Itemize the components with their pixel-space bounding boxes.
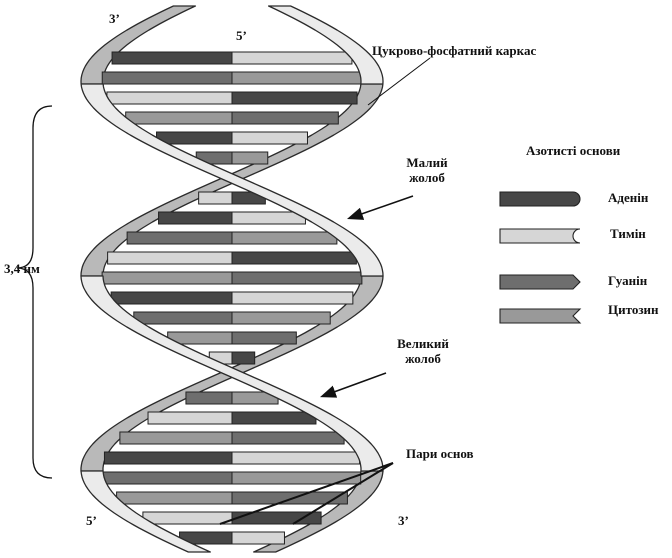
base-rung-left (112, 52, 232, 64)
base-rung-right (232, 152, 268, 164)
base-rung-left (104, 452, 232, 464)
base-rung-left (148, 412, 232, 424)
base-rung-right (232, 432, 344, 444)
minor-groove-arrow (350, 196, 413, 218)
base-rung-left (157, 132, 232, 144)
legend-swatch-notch-round (500, 229, 580, 243)
base-rung-left (199, 192, 232, 204)
base-rung-right (232, 312, 330, 324)
base-rung-left (107, 92, 232, 104)
base-rung-right (232, 52, 352, 64)
base-rung-right (232, 532, 284, 544)
base-rung-right (232, 272, 362, 284)
base-rung-right (232, 452, 360, 464)
legend-swatch-round-end (500, 192, 580, 206)
legend-swatch-arrow-end (500, 275, 580, 289)
strand-end-top-right: 5’ (236, 28, 247, 43)
base-rung-right (232, 292, 353, 304)
base-rung-left (117, 492, 232, 504)
base-rung-left (102, 72, 232, 84)
backbone-label: Цукрово-фосфатний каркас (372, 43, 536, 58)
major-groove-label-line2: жолоб (380, 351, 466, 366)
legend-item-adenine-label: Аденін (608, 190, 648, 205)
base-rung-right (232, 212, 305, 224)
pitch-label: 3,4 нм (4, 261, 40, 276)
base-rung-right (232, 412, 316, 424)
base-rung-right (232, 72, 362, 84)
base-pair-rungs (102, 52, 362, 544)
major-groove-arrow (323, 373, 386, 396)
base-rung-right (232, 112, 338, 124)
base-rung-right (232, 512, 321, 524)
base-rung-left (103, 472, 232, 484)
strand-end-bottom-left: 5’ (86, 513, 97, 528)
strand-end-top-left: 3’ (109, 11, 120, 26)
base-rung-left (127, 232, 232, 244)
legend-swatches (500, 192, 580, 323)
major-groove-label: Великий жолоб (380, 336, 466, 366)
minor-groove-label: Малий жолоб (392, 155, 462, 185)
minor-groove-label-line1: Малий (392, 155, 462, 170)
base-rung-left (102, 272, 232, 284)
legend-item-thymine-label: Тимін (610, 226, 646, 241)
legend-item-cytosine-label: Цитозин (608, 302, 659, 317)
base-rung-left (120, 432, 232, 444)
base-rung-right (232, 92, 357, 104)
base-pairs-label: Пари основ (406, 446, 474, 461)
base-rung-left (134, 312, 232, 324)
base-rung-left (159, 212, 232, 224)
base-rung-left (108, 252, 232, 264)
legend-title: Азотисті основи (526, 143, 620, 158)
base-rung-right (232, 332, 296, 344)
base-rung-left (126, 112, 232, 124)
base-rung-left (111, 292, 232, 304)
legend-item-guanine-label: Гуанін (608, 273, 647, 288)
major-groove-label-line1: Великий (380, 336, 466, 351)
strand-end-bottom-right: 3’ (398, 513, 409, 528)
base-rung-left (186, 392, 232, 404)
minor-groove-label-line2: жолоб (392, 170, 462, 185)
base-rung-right (232, 352, 255, 364)
base-rung-left (143, 512, 232, 524)
base-rung-right (232, 232, 337, 244)
base-rung-right (232, 252, 356, 264)
pitch-brace (17, 106, 52, 478)
legend-swatch-notch-v (500, 309, 580, 323)
base-rung-right (232, 132, 307, 144)
